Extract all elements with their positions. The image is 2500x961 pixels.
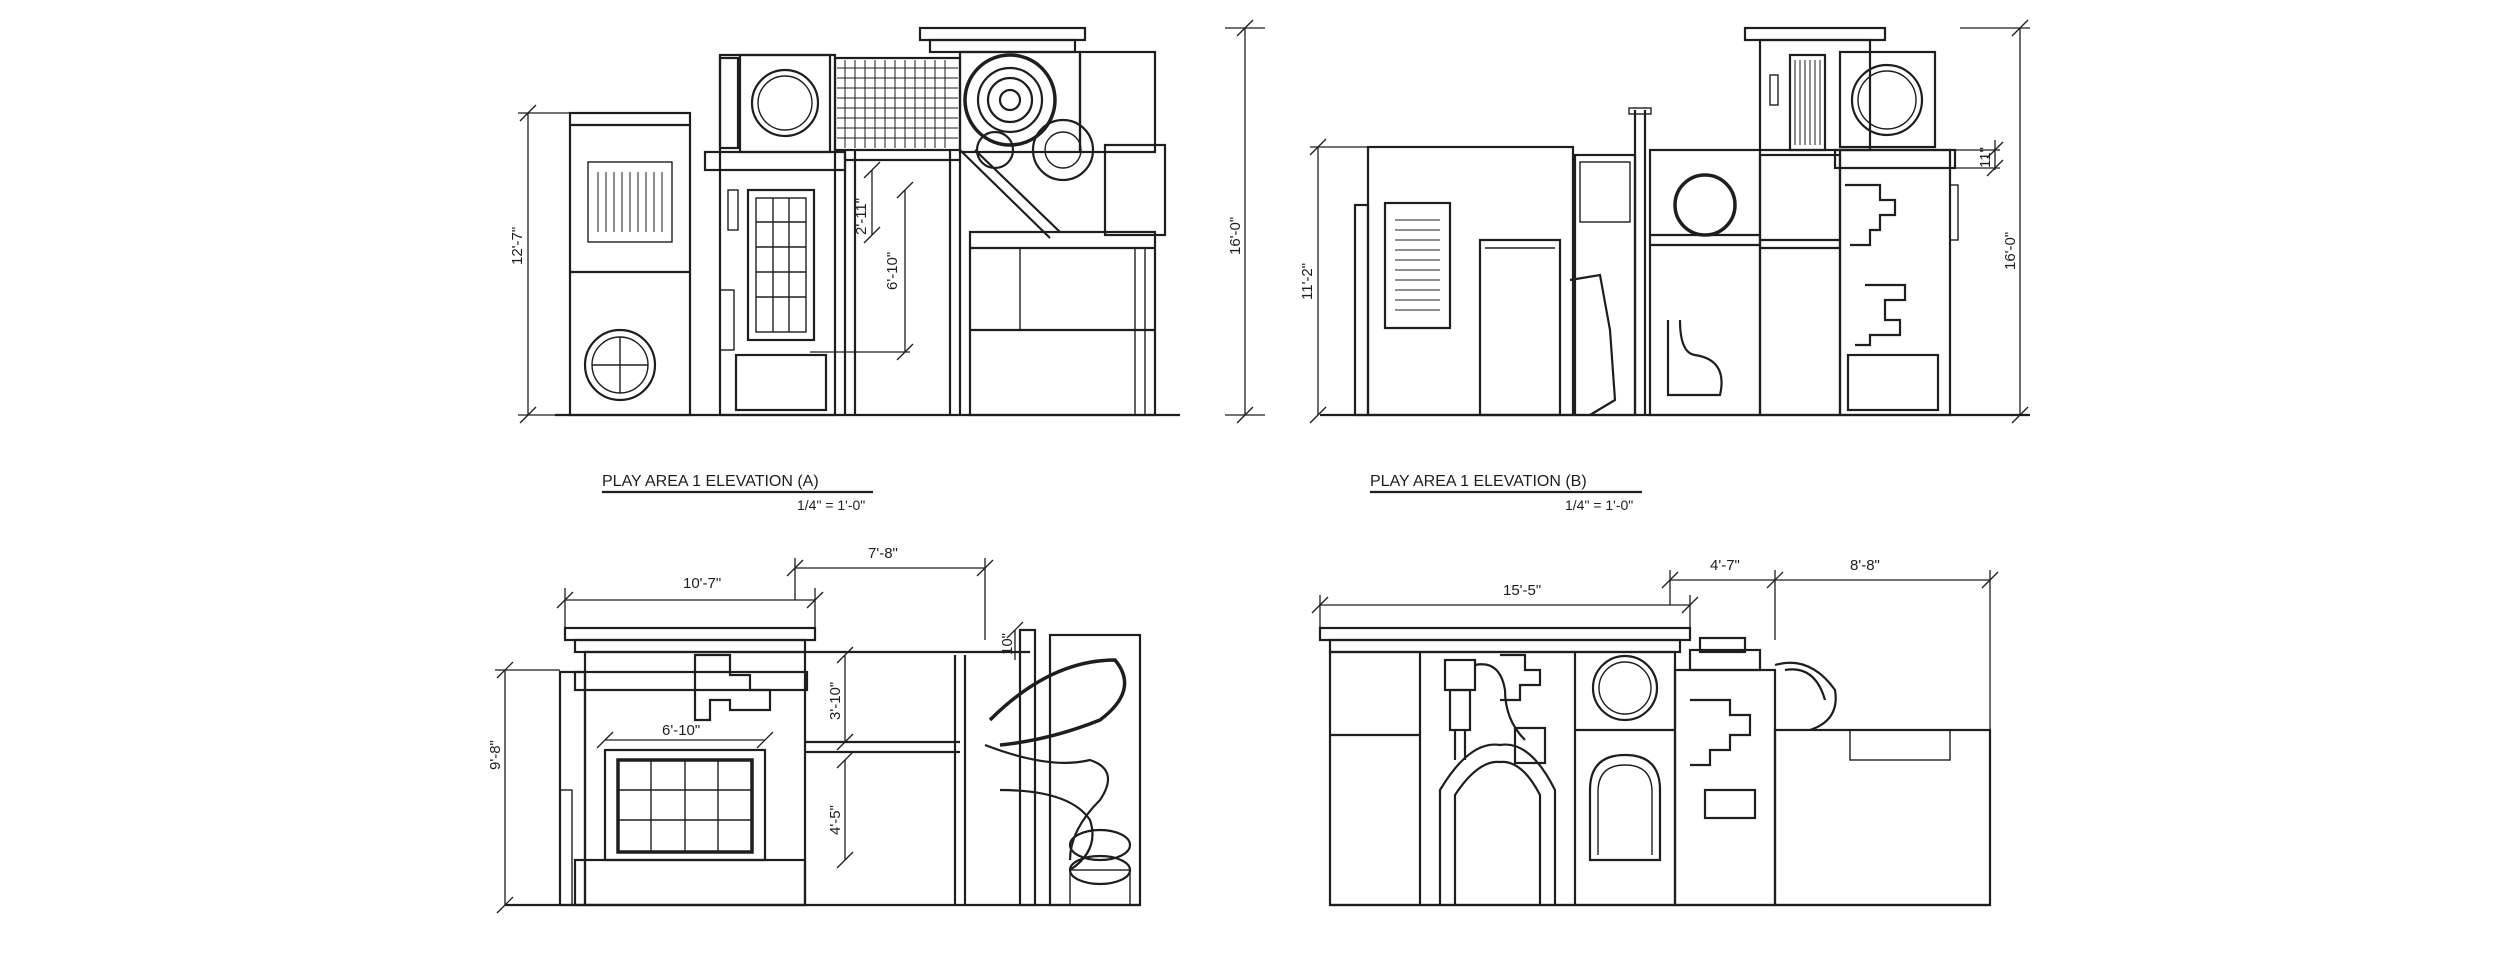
elevation-c: 10'-7" 7'-8" 9'-8" 3'-10" 4'-5" 6'-10" 1… bbox=[487, 545, 1142, 914]
dim-a-left-tower-height: 12'-7" bbox=[509, 227, 526, 265]
elevation-a-scale: 1/4" = 1'-0" bbox=[797, 497, 865, 513]
dim-a-lower-opening: 6'-10" bbox=[884, 252, 901, 290]
elevation-a-title: PLAY AREA 1 ELEVATION (A) bbox=[602, 473, 819, 490]
dim-d-width-right: 8'-8" bbox=[1850, 557, 1880, 574]
dim-c-lower-opening: 4'-5" bbox=[827, 805, 844, 835]
elevation-d: 15'-5" 4'-7" 8'-8" bbox=[1311, 557, 1999, 907]
dim-a-overall-height: 16'-0" bbox=[1227, 217, 1244, 255]
dim-c-overall-height: 9'-8" bbox=[487, 740, 504, 770]
dim-c-top-small: 10" bbox=[999, 633, 1016, 655]
elevation-a: 16'-0" 12'-7" 2'-11" 6'-10" PLAY AREA 1 … bbox=[509, 19, 1265, 513]
dim-b-left-block-height: 11'-2" bbox=[1299, 263, 1316, 300]
dim-d-width-main: 15'-5" bbox=[1503, 582, 1541, 599]
dim-c-window-width: 6'-10" bbox=[662, 722, 700, 739]
dim-a-upper-opening: 2'-11" bbox=[853, 198, 870, 235]
dim-c-width-right: 7'-8" bbox=[868, 545, 898, 562]
elevation-b: 16'-0" 11" 11'-2" PLAY AREA 1 ELEVATION … bbox=[1299, 19, 2030, 513]
elevation-b-scale: 1/4" = 1'-0" bbox=[1565, 497, 1633, 513]
dim-c-width-left: 10'-7" bbox=[683, 575, 721, 592]
dim-b-cap-height: 11" bbox=[1977, 147, 1994, 168]
dim-d-width-mid: 4'-7" bbox=[1710, 557, 1740, 574]
dim-b-overall-height: 16'-0" bbox=[2002, 232, 2019, 270]
dim-c-upper-opening: 3'-10" bbox=[827, 682, 844, 720]
elevation-b-title: PLAY AREA 1 ELEVATION (B) bbox=[1370, 473, 1587, 490]
